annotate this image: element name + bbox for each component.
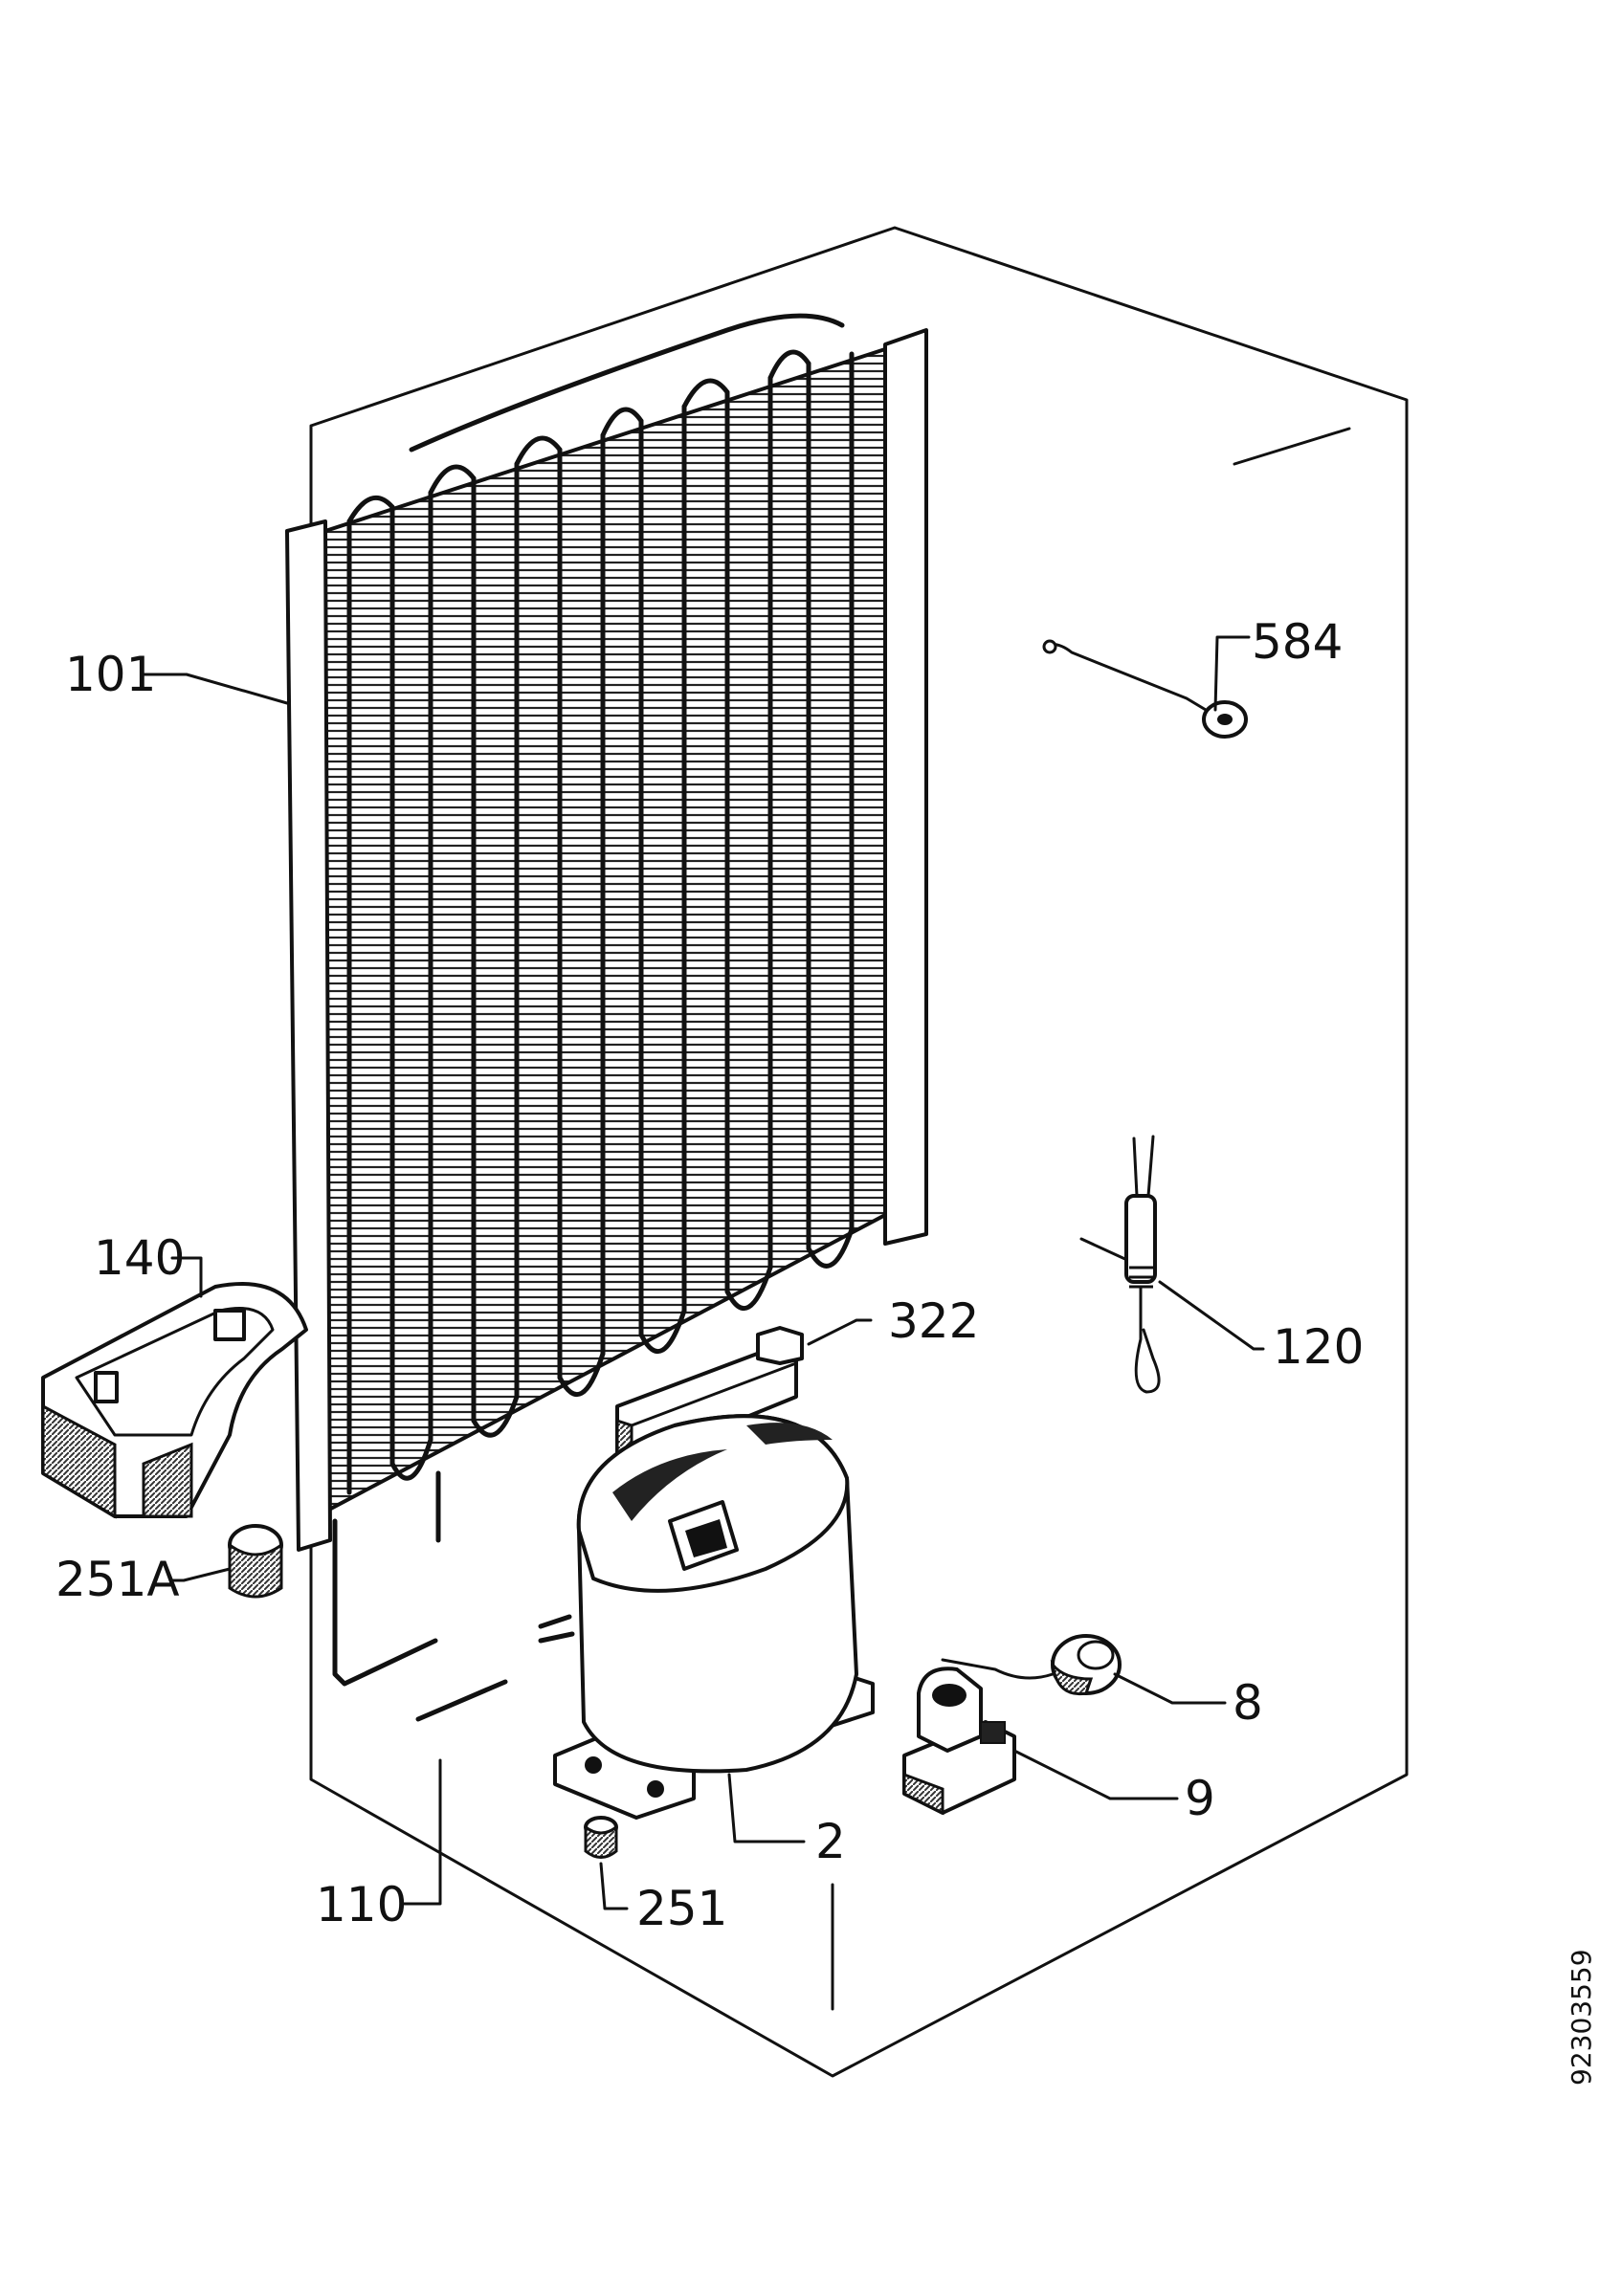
label-251a: 251A	[56, 1552, 180, 1607]
leader-line-101	[142, 673, 289, 705]
label-251: 251	[636, 1881, 727, 1936]
label-120: 120	[1273, 1319, 1364, 1375]
condenser-part-101	[285, 313, 928, 1687]
label-8: 8	[1233, 1675, 1263, 1731]
sensor-clip-part-584	[1042, 635, 1251, 739]
document-number: 92303559	[1566, 1949, 1597, 2086]
relay-part-8	[941, 1634, 1227, 1705]
filter-drier-part-120	[1079, 1135, 1265, 1394]
label-101: 101	[65, 647, 156, 702]
foot-part-251	[584, 1816, 629, 1910]
label-9: 9	[1185, 1771, 1215, 1826]
label-110: 110	[316, 1877, 407, 1932]
drain-tray-part-140	[41, 1256, 308, 1519]
grommet-part-251a	[168, 1524, 283, 1599]
label-140: 140	[94, 1230, 185, 1286]
label-2: 2	[815, 1814, 846, 1869]
protector-part-9	[902, 1667, 1179, 1816]
label-584: 584	[1252, 614, 1343, 670]
pipe-part-110	[400, 1679, 508, 1906]
cabinet-outline	[309, 226, 1409, 2078]
compressor-part-2	[538, 1414, 875, 1843]
label-322: 322	[888, 1293, 979, 1349]
